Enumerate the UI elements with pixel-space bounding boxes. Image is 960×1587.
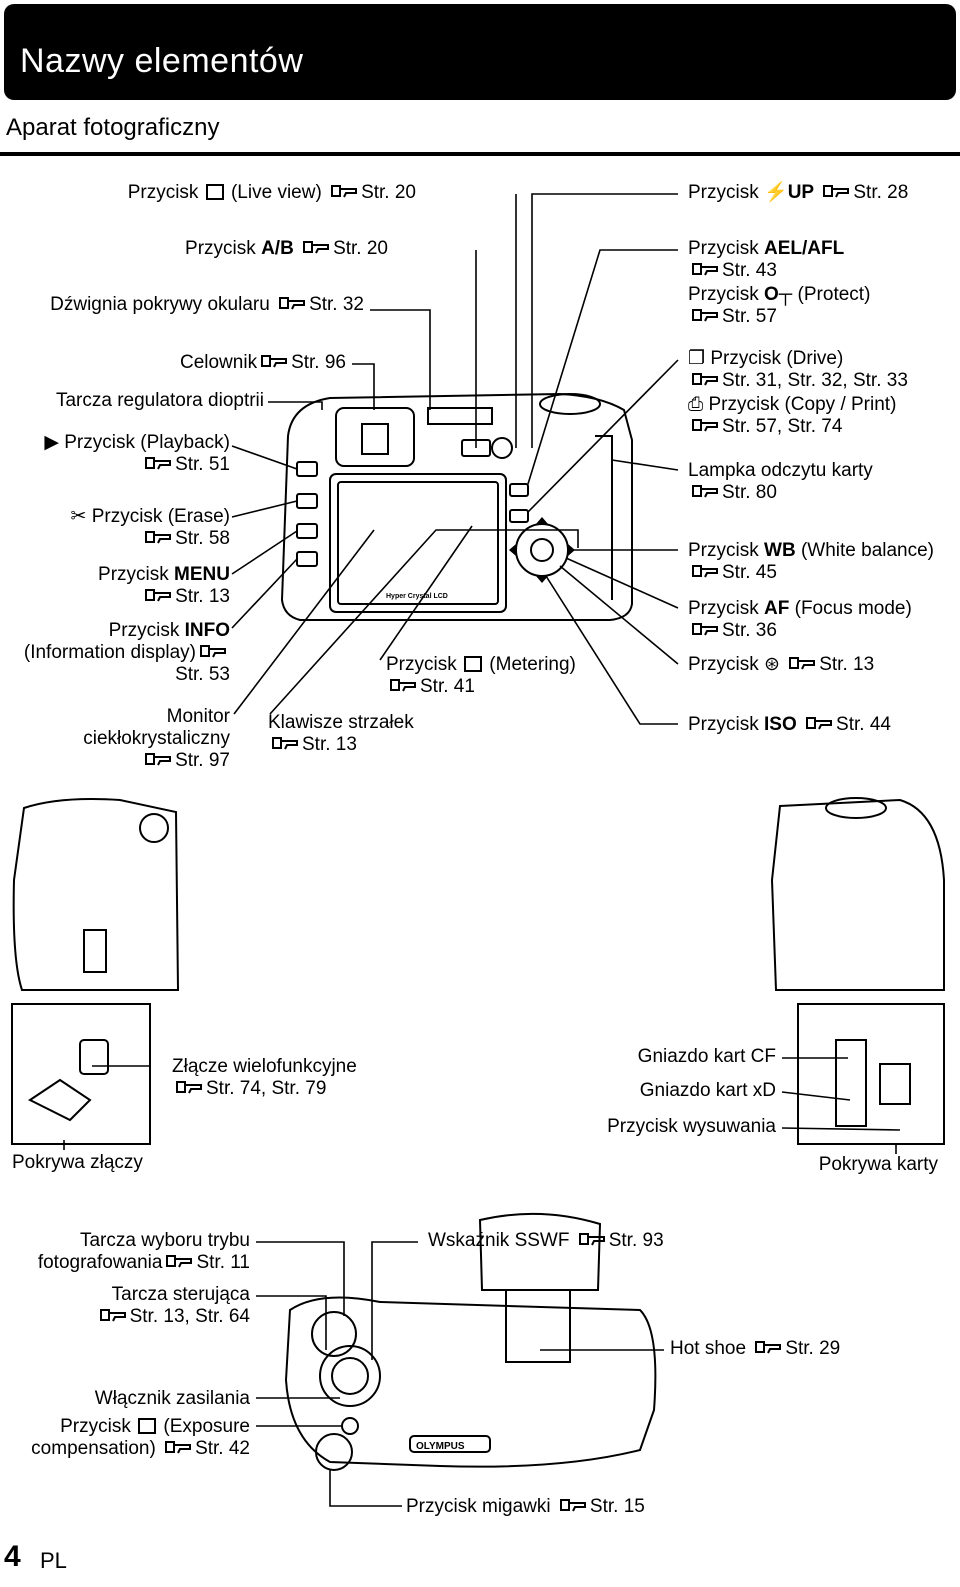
page-ref-icon bbox=[144, 587, 172, 603]
label-diopter-dial: Tarcza regulatora dioptrii bbox=[55, 390, 264, 411]
viewfinder bbox=[335, 407, 415, 467]
page-ref-icon bbox=[144, 455, 172, 471]
label-white-balance: Przycisk WB (White balance) Str. 45 bbox=[688, 540, 935, 583]
label-connector-cover: Pokrywa złączy bbox=[12, 1152, 143, 1173]
label-ael-afl: Przycisk AEL/AFL Str. 43 bbox=[688, 238, 845, 281]
camera-top-body bbox=[284, 1296, 657, 1468]
key-icon: O┬ bbox=[764, 284, 793, 305]
page-ref-icon bbox=[691, 563, 719, 579]
page-ref-icon bbox=[175, 1079, 203, 1095]
page-ref-icon bbox=[691, 417, 719, 433]
page-ref-icon bbox=[278, 295, 306, 311]
ok-icon: ⊛ bbox=[764, 654, 780, 675]
mode-dial bbox=[311, 1311, 357, 1357]
label-focus-mode: Przycisk AF (Focus mode) Str. 36 bbox=[688, 598, 912, 641]
label-info: Przycisk INFO (Information display) Str.… bbox=[23, 620, 230, 685]
label-shutter: Przycisk migawki Str. 15 bbox=[406, 1496, 645, 1517]
page-ref-icon bbox=[389, 677, 417, 693]
shutter-button bbox=[315, 1433, 353, 1471]
label-exposure-comp: Przycisk (Exposure compensation) Str. 42 bbox=[31, 1416, 250, 1459]
exposure-comp-icon bbox=[138, 1418, 157, 1434]
label-eyepiece-lever: Dźwignia pokrywy okularu Str. 32 bbox=[50, 294, 364, 315]
page-ref-icon bbox=[691, 621, 719, 637]
label-playback: ▶ Przycisk (Playback) Str. 51 bbox=[44, 432, 230, 475]
page-ref-icon bbox=[691, 483, 719, 499]
page-ref-icon bbox=[559, 1497, 587, 1513]
page-ref-icon bbox=[788, 655, 816, 671]
camera-right-side bbox=[770, 798, 945, 991]
label-ok: Przycisk ⊛ Str. 13 bbox=[688, 654, 875, 675]
connector-closeup-frame bbox=[11, 1003, 151, 1145]
top-brand-text: OLYMPUS bbox=[416, 1441, 465, 1452]
label-sswf: Wskaźnik SSWF Str. 93 bbox=[428, 1230, 664, 1251]
page-ref-icon bbox=[99, 1307, 127, 1323]
label-flash-up: Przycisk ⚡UP Str. 28 bbox=[688, 182, 909, 203]
page-ref-icon bbox=[165, 1253, 193, 1269]
arrow-pad bbox=[515, 523, 569, 577]
page-ref-icon bbox=[144, 529, 172, 545]
metering-icon bbox=[464, 656, 483, 672]
page-ref-icon bbox=[691, 261, 719, 277]
label-hot-shoe: Hot shoe Str. 29 bbox=[670, 1338, 841, 1359]
section-rule bbox=[0, 152, 960, 156]
drive-icon: ❐ bbox=[688, 348, 706, 369]
label-lcd-monitor: Monitor ciekłokrystaliczny Str. 97 bbox=[83, 706, 230, 771]
label-menu: Przycisk MENU Str. 13 bbox=[98, 564, 230, 607]
label-drive: ❐ Przycisk (Drive) Str. 31, Str. 32, Str… bbox=[688, 348, 908, 391]
label-erase: ✂ Przycisk (Erase) Str. 58 bbox=[70, 506, 231, 549]
page-ref-icon bbox=[805, 715, 833, 731]
page-ref-icon bbox=[822, 183, 850, 199]
label-metering: Przycisk (Metering) Str. 41 bbox=[386, 654, 576, 697]
erase-icon: ✂ bbox=[70, 506, 87, 527]
page-ref-icon bbox=[754, 1339, 782, 1355]
page-ref-icon bbox=[691, 307, 719, 323]
label-cf-slot: Gniazdo kart CF bbox=[637, 1046, 776, 1067]
page-ref-icon bbox=[578, 1231, 606, 1247]
playback-icon: ▶ bbox=[44, 432, 59, 453]
label-protect: Przycisk O┬ (Protect) Str. 57 bbox=[688, 284, 871, 327]
page-ref-icon bbox=[164, 1439, 192, 1455]
label-print: ⎙ Przycisk (Copy / Print) Str. 57, Str. … bbox=[688, 394, 897, 437]
label-card-cover: Pokrywa karty bbox=[818, 1154, 938, 1175]
label-multi-connector: Złącze wielofunkcyjne Str. 74, Str. 79 bbox=[172, 1056, 357, 1099]
label-eject-button: Przycisk wysuwania bbox=[607, 1116, 776, 1137]
flash-icon: ⚡ bbox=[764, 182, 788, 203]
label-iso: Przycisk ISO Str. 44 bbox=[688, 714, 891, 735]
label-xd-slot: Gniazdo kart xD bbox=[639, 1080, 776, 1101]
lcd-brand-text: Hyper Crystal LCD bbox=[386, 593, 448, 600]
print-icon: ⎙ bbox=[688, 394, 704, 415]
card-closeup-frame bbox=[797, 1003, 945, 1145]
page-ref-icon bbox=[199, 643, 227, 659]
language-code: PL bbox=[40, 1548, 67, 1573]
camera-back-body bbox=[280, 392, 633, 621]
label-card-lamp: Lampka odczytu karty Str. 80 bbox=[688, 460, 873, 503]
label-live-view: Przycisk (Live view) Str. 20 bbox=[127, 182, 416, 203]
label-control-dial: Tarcza sterująca Str. 13, Str. 64 bbox=[96, 1284, 250, 1328]
camera-left-side bbox=[12, 798, 180, 991]
label-ab-button: Przycisk A/B Str. 20 bbox=[185, 238, 388, 259]
section-title: Aparat fotograficzny bbox=[6, 114, 220, 141]
page-ref-icon bbox=[691, 371, 719, 387]
page-ref-icon bbox=[302, 239, 330, 255]
page-ref-icon bbox=[330, 183, 358, 199]
lcd-screen bbox=[337, 481, 499, 605]
page-title: Nazwy elementów bbox=[20, 42, 304, 80]
page-ref-icon bbox=[144, 751, 172, 767]
label-arrow-keys: Klawisze strzałek Str. 13 bbox=[268, 712, 414, 755]
page-ref-icon bbox=[260, 353, 288, 369]
label-power-switch: Włącznik zasilania bbox=[94, 1388, 250, 1409]
page-number: 4 bbox=[4, 1540, 21, 1573]
page-header: Nazwy elementów bbox=[4, 4, 956, 100]
page-ref-icon bbox=[271, 735, 299, 751]
live-view-icon bbox=[205, 184, 224, 200]
